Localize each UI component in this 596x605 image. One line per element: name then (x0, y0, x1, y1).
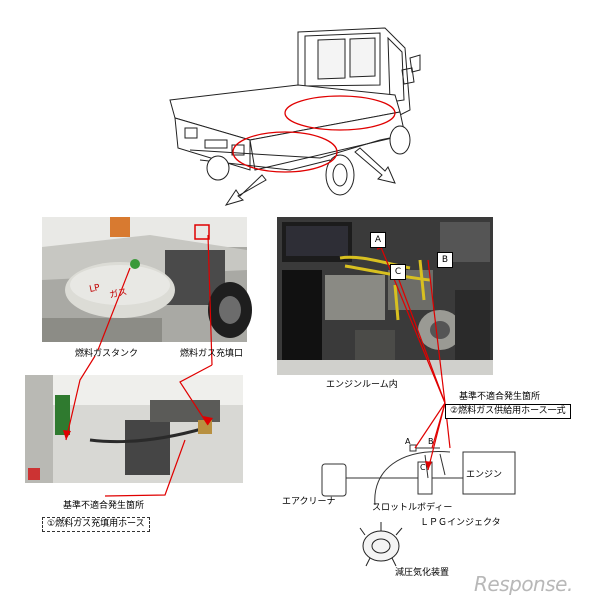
nonconformity-label-left: 基準不適合発生箇所 (63, 501, 145, 511)
engine-highlight-ellipse (284, 95, 396, 131)
schematic (321, 444, 516, 506)
fill-port-label: 燃料ガス充填口 (180, 349, 244, 359)
response-watermark: Response. (474, 572, 573, 596)
engine-label: エンジン (466, 470, 503, 480)
lpg-injector-label: ＬＰＧインジェクタ (420, 518, 501, 528)
fill-hose-label: ①燃料ガス充填用ホース (42, 517, 150, 532)
callout-arrows (224, 147, 396, 206)
tank-marking-text-2: ガス (108, 286, 128, 301)
marker-a-diagram: A (405, 437, 411, 446)
red-leaders (65, 234, 451, 497)
supply-hose-label: ②燃料ガス供給用ホース一式 (445, 404, 571, 419)
nonconformity-label-right: 基準不適合発生箇所 (459, 392, 541, 402)
marker-b-photo: B (437, 252, 453, 268)
marker-c-photo: C (390, 264, 406, 280)
vaporizer-drawing (359, 522, 403, 567)
marker-c-diagram: C (420, 463, 426, 472)
fuel-tank-label: 燃料ガスタンク (75, 349, 139, 359)
marker-a-photo: A (370, 232, 386, 248)
engine-room-label: エンジンルーム内 (326, 380, 398, 390)
vaporizer-label: 減圧気化装置 (395, 568, 450, 578)
tank-highlight-ellipse (232, 131, 338, 173)
filler-photo (25, 375, 243, 483)
air-cleaner-label: エアクリーナ (282, 497, 336, 507)
tank-photo (42, 217, 252, 342)
throttle-body-label: スロットルボディー (372, 503, 453, 513)
tank-marking-text: LP (89, 283, 102, 295)
marker-b-diagram: B (428, 437, 434, 446)
